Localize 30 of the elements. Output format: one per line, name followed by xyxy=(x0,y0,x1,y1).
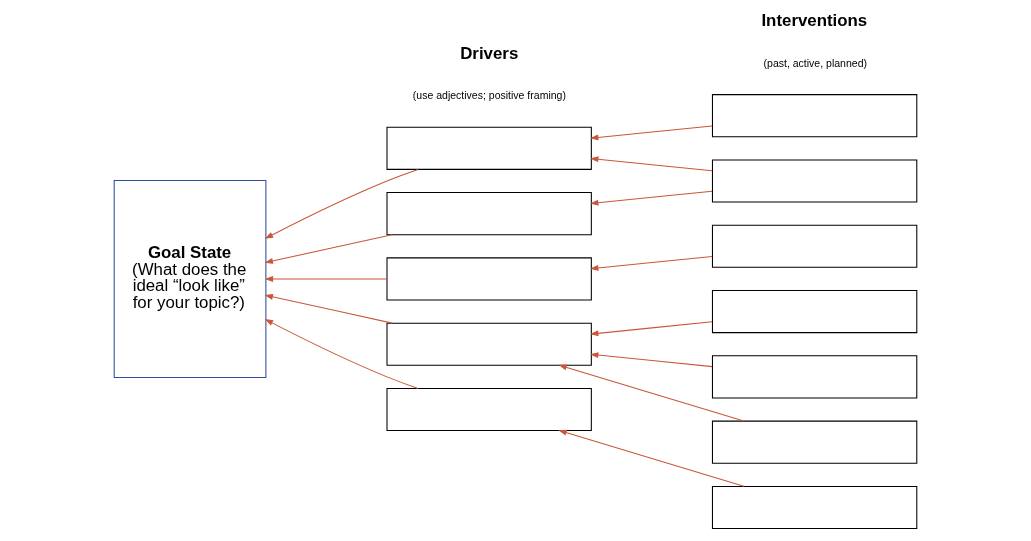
arrow xyxy=(264,294,393,324)
node-box: Goal State (What does the ideal “look like” for your topic?) xyxy=(113,179,267,378)
arrow xyxy=(590,352,713,368)
arrow xyxy=(558,364,745,422)
label: Drivers xyxy=(460,43,519,63)
label: (past, active, planned) xyxy=(763,56,868,69)
node-box xyxy=(386,387,592,432)
node-box xyxy=(386,192,592,236)
arrow xyxy=(264,234,393,264)
node-box xyxy=(711,224,918,268)
arrow xyxy=(590,156,713,172)
node-box xyxy=(711,420,918,464)
node-box xyxy=(711,290,918,334)
label: (use adjectives; positive framing) xyxy=(412,89,566,102)
node-box xyxy=(711,355,918,399)
arrow xyxy=(590,321,713,337)
arrow xyxy=(590,190,713,206)
node-box xyxy=(711,485,918,530)
arrow xyxy=(264,275,388,282)
node-box xyxy=(386,126,592,170)
arrow xyxy=(590,125,713,141)
arrow xyxy=(264,168,419,239)
label: Interventions xyxy=(761,10,868,30)
node-box xyxy=(386,257,592,301)
arrow xyxy=(264,319,419,389)
node-box xyxy=(711,94,918,138)
node-box xyxy=(711,159,918,203)
arrow xyxy=(558,429,745,487)
arrow xyxy=(590,256,713,271)
node-box xyxy=(386,322,592,366)
